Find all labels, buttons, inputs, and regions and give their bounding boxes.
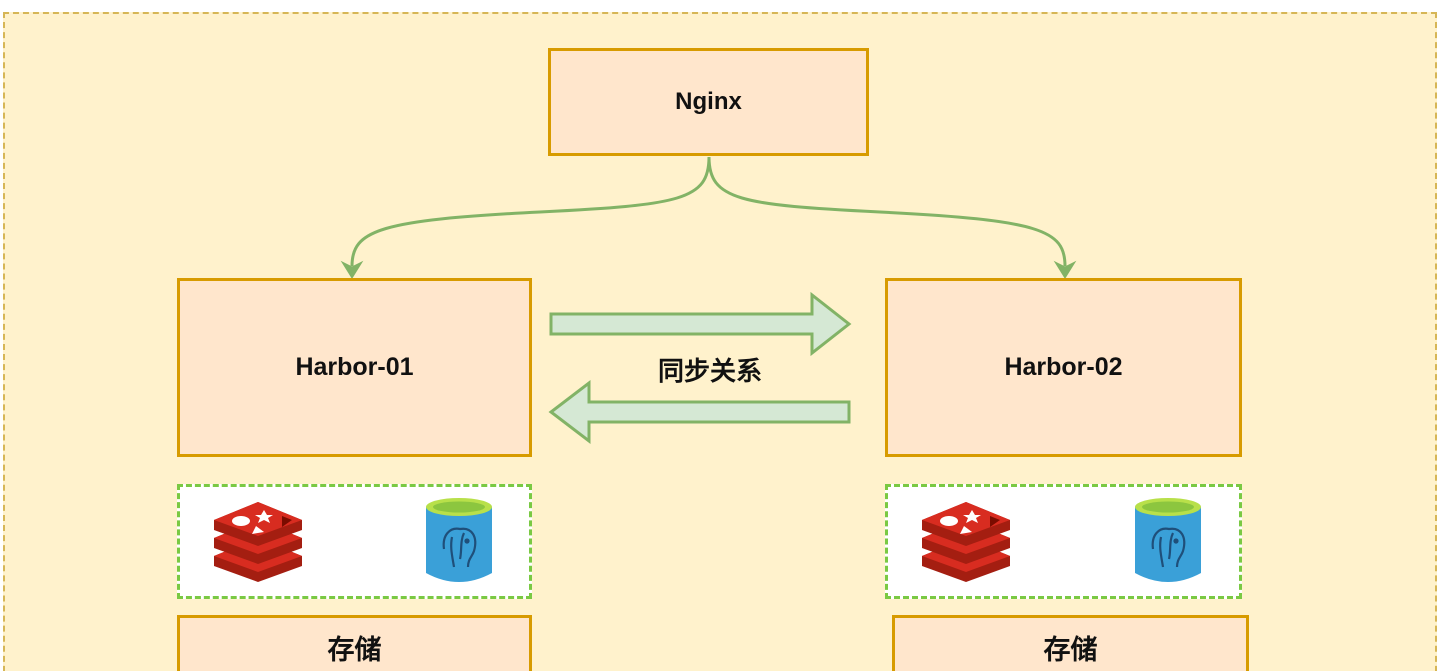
nginx-to-harbor02-connector: [707, 156, 1067, 267]
sync-relationship-label: 同步关系: [657, 356, 762, 387]
harbor02-label: Harbor-02: [1004, 353, 1123, 381]
sync-arrow-right: [549, 291, 852, 357]
redis-icon: [214, 502, 302, 582]
nginx-label: Nginx: [675, 88, 742, 115]
nginx-node: Nginx: [548, 48, 869, 156]
nginx-to-harbor01-connector: [350, 156, 711, 267]
storage1-label: 存储: [327, 635, 382, 665]
redis-icon: [922, 502, 1010, 582]
harbor02-node: Harbor-02: [885, 278, 1242, 457]
storage1-node: 存储: [177, 615, 532, 671]
postgresql-icon: [426, 498, 492, 582]
arrowhead-harbor01: [340, 260, 364, 279]
postgresql-icon: [1135, 498, 1201, 582]
storage2-label: 存储: [1043, 635, 1098, 665]
sync-arrow-left: [548, 379, 851, 445]
arrowhead-harbor02: [1053, 260, 1077, 279]
harbor01-node: Harbor-01: [177, 278, 532, 457]
storage2-node: 存储: [892, 615, 1249, 671]
harbor01-label: Harbor-01: [295, 353, 414, 381]
